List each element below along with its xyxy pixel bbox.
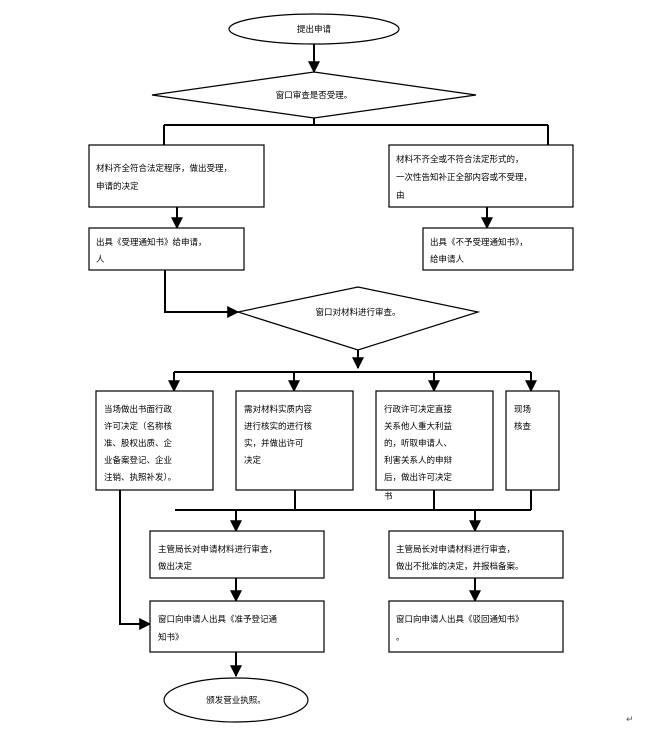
reject-line-3: 由 xyxy=(396,190,405,201)
arrow-notice-to-d2 xyxy=(164,270,240,318)
arrow-b1-to-grant xyxy=(119,490,152,630)
reject-box xyxy=(388,144,574,208)
branch-box-onsite-decision xyxy=(95,390,214,491)
accept-line-1: 材料齐全符合法定程序，做出受理， xyxy=(96,163,232,174)
connectors xyxy=(119,42,549,678)
reject-notice-line-1: 出具《不予受理通知书》， xyxy=(430,237,528,248)
decision-review-label: 窗口对材料进行审查。 xyxy=(315,307,400,318)
paragraph-mark: ↵ xyxy=(626,715,634,725)
decision-accept-label: 窗口审查是否受理。 xyxy=(276,90,353,101)
b3-line-3: 的，听取申请人、 xyxy=(384,438,452,449)
b1-line-2: 许可决定（名称核 xyxy=(104,421,173,432)
b3-line-1: 行政许可决定直接 xyxy=(384,404,453,415)
accept-notice-line-1: 出具《受理通知书》给申请， xyxy=(96,237,207,248)
b1-line-1: 当场做出书面行政 xyxy=(104,404,173,415)
branch-box-site-inspection xyxy=(505,390,560,491)
decision-review xyxy=(235,286,481,351)
b2-line-1: 需对材料实质内容 xyxy=(244,404,313,415)
d1-branch-lines xyxy=(163,114,549,145)
accept-line-2: 申请的决定 xyxy=(96,181,139,192)
b2-line-3: 实，并做出许可 xyxy=(244,438,304,449)
b4-line-2: 核查 xyxy=(514,421,532,432)
branch-box-hearing xyxy=(375,390,494,491)
deny-line-1: 窗口向申请人出具《驳回通知书》 xyxy=(396,614,524,625)
b2-line-4: 决定 xyxy=(244,455,262,466)
approve-review-line-1: 主管局长对申请材料进行审查， xyxy=(158,544,277,555)
deny-line-2: 。 xyxy=(396,633,405,643)
b3-line-4: 利害关系人的申辩 xyxy=(384,455,453,466)
b1-line-3: 准、股权出质、企 xyxy=(104,438,173,449)
b3-line-6: 书 xyxy=(384,491,393,502)
accept-notice-box xyxy=(88,227,245,271)
reject-notice-line-2: 给申请人 xyxy=(430,254,465,265)
end-label: 颁发营业执照。 xyxy=(206,695,266,706)
reject-notice-box xyxy=(422,227,574,271)
end-terminator xyxy=(163,677,309,723)
decision-accept xyxy=(151,71,477,119)
deny-review-line-2: 做出不批准的决定，并报档备案。 xyxy=(396,561,524,572)
reject-line-1: 材料不齐全或不符合法定形式的， xyxy=(396,154,524,165)
grant-line-2: 知书》 xyxy=(158,632,184,643)
accept-notice-line-2: 人 xyxy=(96,255,105,265)
start-terminator xyxy=(228,13,400,45)
b1-line-5: 注销、执照补发）。 xyxy=(104,472,176,483)
grant-line-1: 窗口向申请人出具《准予登记通 xyxy=(158,614,278,625)
accept-box xyxy=(88,144,265,208)
b3-line-2: 关系他人重大利益 xyxy=(384,421,453,432)
branch-box-verify-content xyxy=(235,390,354,491)
approve-review-line-2: 做出决定 xyxy=(158,561,193,572)
b1-line-4: 业备案登记、企业 xyxy=(104,455,172,466)
b3-line-5: 后，做出许可决定 xyxy=(384,472,453,483)
reject-line-2: 一次性告知补正全部内容或不受理， xyxy=(396,172,532,183)
b4-line-1: 现场 xyxy=(514,405,531,415)
grant-notice-box xyxy=(149,600,325,653)
deny-review-line-1: 主管局长对申请材料进行审查， xyxy=(396,544,515,555)
deny-review-box xyxy=(388,530,564,579)
b2-line-2: 进行核实的进行核 xyxy=(244,421,313,432)
approve-review-box xyxy=(149,530,325,579)
deny-notice-box xyxy=(388,600,564,653)
start-label: 提出申请 xyxy=(297,24,332,35)
